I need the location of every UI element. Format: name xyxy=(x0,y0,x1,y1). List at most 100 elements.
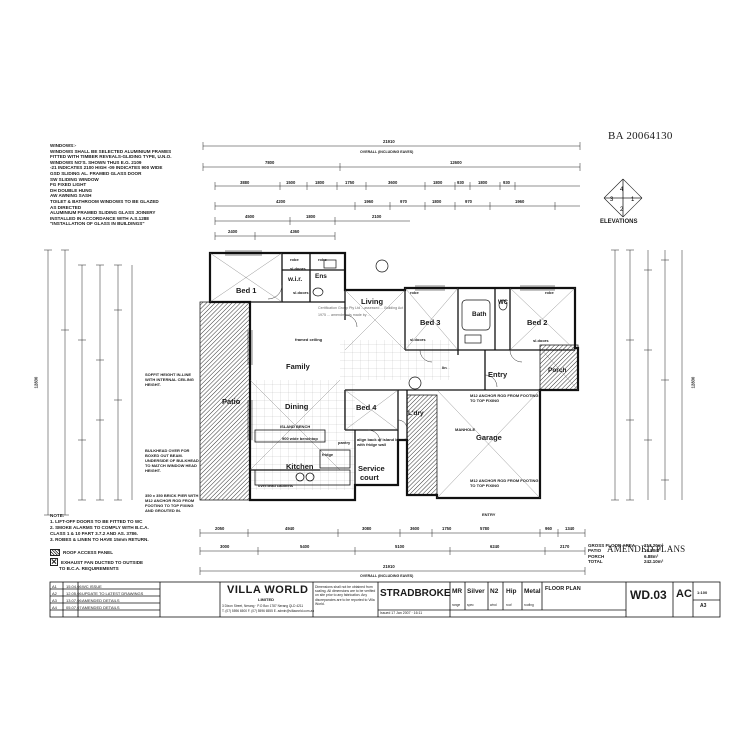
disclaimer: Dimensions shall not be obtained from sc… xyxy=(315,585,376,606)
dim-top-row6: 4360 xyxy=(290,229,300,234)
dim-value: 1750 xyxy=(345,180,355,185)
roof-access-icon xyxy=(50,549,60,556)
sheet-title: FLOOR PLAN xyxy=(545,586,581,592)
note-linen: lin xyxy=(442,365,447,370)
dim-value: 970 xyxy=(400,199,407,204)
room-wc: WC xyxy=(498,300,508,306)
dim-top-row5: 4500 xyxy=(245,214,255,219)
legend: ROOF ACCESS PANEL EXHAUST FAN DUCTED TO … xyxy=(50,549,143,571)
dim-value: 5400 xyxy=(300,544,310,549)
dim-value: 3600 xyxy=(410,526,420,531)
general-notes: NOTE:1. LIFT-OFF DOORS TO BE FITTED TO W… xyxy=(50,513,149,543)
area-label: GROSS FLOOR AREA xyxy=(588,543,636,548)
code-roofing: Metal xyxy=(524,588,541,595)
dim-value: 5100 xyxy=(395,544,405,549)
company-logo: VILLA WORLD xyxy=(227,584,309,596)
area-value: 242.10m² xyxy=(644,558,664,564)
revision-cell: A4 xyxy=(52,605,57,610)
window-note-line: GSD SLIDING AL. FRAMED GLASS DOOR xyxy=(50,170,142,176)
room-porch: Porch xyxy=(548,367,567,374)
elevations-label: ELEVATIONS xyxy=(600,219,638,225)
note-soffit: SOFFIT HEIGHT IN-LINE WITH INTERNAL CEIL… xyxy=(145,372,194,387)
window-note-line: AS DIRECTED xyxy=(50,204,82,210)
room-court: court xyxy=(360,473,379,482)
dim-value: 960 xyxy=(545,526,552,531)
tiled-floor xyxy=(250,380,355,490)
window-note-line: AW AWNING SASH xyxy=(50,193,92,199)
dim-overall-bottom-note: OVERALL (INCLUDING EAVES) xyxy=(360,574,414,578)
patio-slab xyxy=(199,301,251,501)
room-ens: Ens xyxy=(315,273,327,280)
elevation-number: 1 xyxy=(631,197,635,203)
area-row: TOTAL 242.10m² xyxy=(588,559,663,564)
garage-wall-hatch xyxy=(406,394,438,496)
dim-value: 2170 xyxy=(560,544,570,549)
note-sl-doors: sl.doors xyxy=(410,337,426,342)
top-dimension-ticks xyxy=(202,142,581,240)
dim-value: 3080 xyxy=(362,526,372,531)
note-bulkhead: BULKHEAD OVER FOR BOXED OUT BEAM. UNDERS… xyxy=(145,448,199,473)
code-label: range xyxy=(452,603,461,607)
dim-value: 1800 xyxy=(433,180,443,185)
note-robe: robe xyxy=(290,257,299,262)
window-note-line: WINDOWS NO'S. SHOWN THUS E.G. 2109 xyxy=(50,159,142,165)
note-benchtop: 900 wide benchtop xyxy=(282,436,318,441)
company-address: 3 Dixon Street, Nerang · P.O Box 1787 Ne… xyxy=(222,604,304,608)
dim-value: 6240 xyxy=(490,544,500,549)
dim-value: 1960 xyxy=(364,199,374,204)
dim-value: 5780 xyxy=(480,526,490,531)
dim-value: 4940 xyxy=(285,526,295,531)
elevation-number: 2 xyxy=(620,207,624,213)
dim-overall-top-note: OVERALL (INCLUDING EAVES) xyxy=(360,150,414,154)
dim-top-row5: 2100 xyxy=(372,214,382,219)
note-robe: robe xyxy=(410,290,419,295)
room-bath: Bath xyxy=(472,311,487,318)
bathroom-fixtures xyxy=(312,259,508,344)
window-notes: WINDOWS:-WINDOWS SHALL BE SELECTED ALUMI… xyxy=(50,143,171,227)
tiled-hall xyxy=(340,340,450,380)
ceiling-diagonals xyxy=(209,252,579,499)
code-label: spec xyxy=(467,603,474,607)
code-wind: N2 xyxy=(490,588,499,595)
general-note-line: 3. ROBES & LINEN TO HAVE 15mm RETURN. xyxy=(50,537,149,542)
dim-top-row2: 12600 xyxy=(450,160,462,165)
room-patio: Patio xyxy=(222,397,241,406)
room-entry: Entry xyxy=(488,370,508,379)
porch-slab xyxy=(539,344,579,391)
area-label: TOTAL xyxy=(588,558,603,564)
note-robe: robe xyxy=(545,290,554,295)
revision-cell: AMENDED DETAILS xyxy=(82,598,120,603)
top-dimension-lines xyxy=(203,145,580,237)
certifier-overlay: Certification Group Pty Ltd ...assessed … xyxy=(318,306,404,317)
code-range: MR xyxy=(452,588,463,595)
note-entry-step: ENTRY xyxy=(482,512,496,517)
elevation-number: 3 xyxy=(610,197,614,203)
dim-value: 930 xyxy=(503,180,510,185)
note-brick-pier: 350 x 350 BRICK PIER WITH M12 ANCHOR ROD… xyxy=(145,493,199,513)
dim-right-total: 12830 xyxy=(690,376,696,389)
code-spec: Silver xyxy=(467,588,485,595)
dim-overall-top: 21910 xyxy=(383,139,395,144)
left-dimension-lines xyxy=(44,249,133,516)
note-framed-ceiling: framed ceiling xyxy=(295,337,323,342)
area-label: PORCH xyxy=(588,553,605,559)
note-anchor-rod: M12 ANCHOR ROD FROM FOOTING TO TOP FIXIN… xyxy=(470,478,539,488)
note-anchor-rod: M12 ANCHOR ROD FROM FOOTING TO TOP FIXIN… xyxy=(470,393,539,403)
room-bed2: Bed 2 xyxy=(527,318,548,327)
note-sl-doors: sl.doors xyxy=(533,338,549,343)
room-ldry: L'dry xyxy=(408,410,424,417)
right-dimension-lines xyxy=(611,249,683,501)
dim-left-total: 12830 xyxy=(33,376,39,389)
note-sl-doors: sl.doors xyxy=(290,266,306,271)
dim-value: 1960 xyxy=(515,199,525,204)
room-bed4: Bed 4 xyxy=(356,403,377,412)
room-living: Living xyxy=(361,297,384,306)
note-sl-doors: sl.doors xyxy=(293,290,309,295)
dim-value: 970 xyxy=(465,199,472,204)
section-callouts xyxy=(375,259,422,390)
room-family: Family xyxy=(286,362,310,371)
area-value: 16.80m² xyxy=(644,548,661,554)
exhaust-fan-icon xyxy=(50,558,58,566)
